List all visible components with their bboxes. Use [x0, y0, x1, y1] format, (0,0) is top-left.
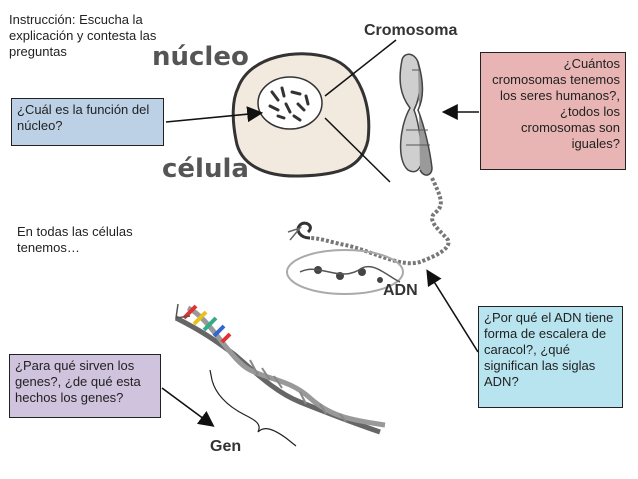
question-chromosome-box: ¿Cuántos cromosomas tenemos los seres hu… [480, 52, 626, 170]
arrow-adn-question [426, 269, 479, 353]
question-genes-box: ¿Para qué sirven los genes?, ¿de qué est… [9, 354, 161, 418]
label-celula: célula [162, 154, 249, 184]
label-adn: ADN [383, 282, 418, 299]
chromosome-illustration [399, 53, 433, 176]
zoom-line-bottom [324, 117, 391, 183]
label-gen: Gen [210, 438, 242, 455]
question-nucleus-box: ¿Cuál es la función del núcleo? [11, 98, 164, 146]
coiled-dna [309, 177, 451, 266]
nucleosome-beads [314, 266, 383, 283]
label-cromosoma: Cromosoma [364, 22, 458, 39]
question-adn-box: ¿Por qué el ADN tiene forma de escalera … [478, 306, 623, 408]
gen-bracket [209, 369, 297, 447]
cell-illustration [231, 52, 371, 178]
zoom-line-top [324, 39, 397, 97]
arrow-nucleus-question [165, 106, 264, 123]
instruction-text: Instrucción: Escucha la explicación y co… [9, 12, 157, 59]
label-nucleo: núcleo [152, 42, 249, 72]
nucleosome-ellipse [286, 249, 404, 295]
dna-double-helix [174, 303, 386, 435]
note-text: En todas las células tenemos… [17, 224, 133, 255]
arrow-genes-question [161, 387, 215, 427]
